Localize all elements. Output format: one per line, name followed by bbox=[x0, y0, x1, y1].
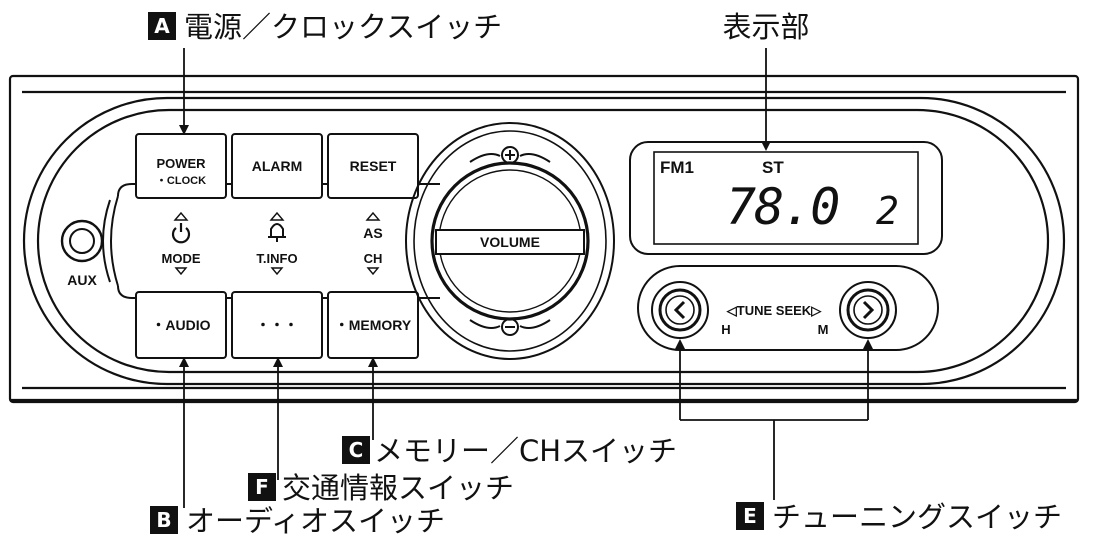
frequency-readout: 78.0 bbox=[726, 178, 838, 236]
svg-text:B: B bbox=[156, 508, 171, 532]
band-label: FM1 bbox=[660, 158, 694, 177]
reset-button[interactable] bbox=[327, 133, 419, 199]
callout-e-text: チューニングスイッチ bbox=[772, 500, 1062, 534]
bell-icon bbox=[268, 223, 286, 242]
audio-label: ・AUDIO bbox=[151, 317, 210, 333]
tinfo-group[interactable]: T.INFO bbox=[256, 211, 298, 276]
callout-display-text: 表示部 bbox=[722, 10, 809, 44]
alarm-label: ALARM bbox=[252, 158, 303, 174]
callout-a: A 電源／クロックスイッチ bbox=[148, 10, 502, 44]
power-icon bbox=[171, 223, 191, 244]
tune-panel bbox=[637, 265, 939, 351]
stereo-indicator: ST bbox=[762, 158, 784, 177]
tinfo-label: T.INFO bbox=[256, 251, 297, 266]
dots-label: ・・・ bbox=[256, 317, 298, 333]
mode-label: MODE bbox=[162, 251, 201, 266]
callout-c: C メモリー／CHスイッチ bbox=[342, 434, 677, 468]
callout-c-text: メモリー／CHスイッチ bbox=[374, 434, 677, 468]
memory-label: ・MEMORY bbox=[335, 317, 412, 333]
callout-e: E チューニングスイッチ bbox=[736, 500, 1062, 534]
as-label: AS bbox=[363, 225, 382, 241]
volume-down-icon[interactable] bbox=[469, 318, 551, 336]
svg-text:C: C bbox=[349, 438, 364, 462]
radio-housing bbox=[8, 74, 1080, 404]
callout-b-text: オーディオスイッチ bbox=[186, 504, 445, 538]
up-triangle-icon bbox=[269, 211, 285, 221]
svg-text:A: A bbox=[154, 14, 170, 38]
tune-h-label: H bbox=[721, 322, 730, 337]
preset-number: 2 bbox=[876, 189, 899, 233]
aux-label: AUX bbox=[67, 272, 97, 288]
volume-up-icon[interactable] bbox=[469, 146, 551, 164]
leader-lines bbox=[179, 48, 873, 508]
tune-up-button[interactable] bbox=[839, 281, 897, 339]
alarm-button[interactable] bbox=[231, 133, 323, 199]
mode-group[interactable]: MODE bbox=[162, 211, 201, 276]
display-panel bbox=[629, 141, 943, 255]
callout-a-text: 電源／クロックスイッチ bbox=[184, 10, 502, 44]
up-triangle-icon bbox=[365, 211, 381, 221]
up-triangle-icon bbox=[173, 211, 189, 221]
power-label: POWER bbox=[156, 156, 206, 171]
svg-text:E: E bbox=[743, 504, 757, 528]
callout-f-text: 交通情報スイッチ bbox=[282, 471, 514, 505]
volume-label: VOLUME bbox=[480, 234, 540, 250]
tune-seek-label: ◁TUNE SEEK▷ bbox=[726, 303, 822, 318]
clock-label: ・CLOCK bbox=[156, 175, 206, 187]
aux-jack[interactable] bbox=[60, 219, 104, 263]
down-triangle-icon bbox=[366, 267, 380, 276]
volume-knob[interactable] bbox=[405, 122, 615, 360]
callout-f: F 交通情報スイッチ bbox=[248, 471, 514, 505]
down-triangle-icon bbox=[174, 267, 188, 276]
tune-down-button[interactable] bbox=[651, 281, 709, 339]
down-triangle-icon bbox=[270, 267, 284, 276]
chevron-left-icon bbox=[673, 300, 686, 320]
callout-b: B オーディオスイッチ bbox=[150, 504, 445, 538]
ch-label: CH bbox=[364, 251, 383, 266]
chevron-right-icon bbox=[862, 300, 875, 320]
tune-m-label: M bbox=[818, 322, 829, 337]
reset-label: RESET bbox=[350, 158, 397, 174]
svg-text:F: F bbox=[255, 475, 269, 499]
ch-group[interactable]: AS CH bbox=[363, 211, 383, 276]
